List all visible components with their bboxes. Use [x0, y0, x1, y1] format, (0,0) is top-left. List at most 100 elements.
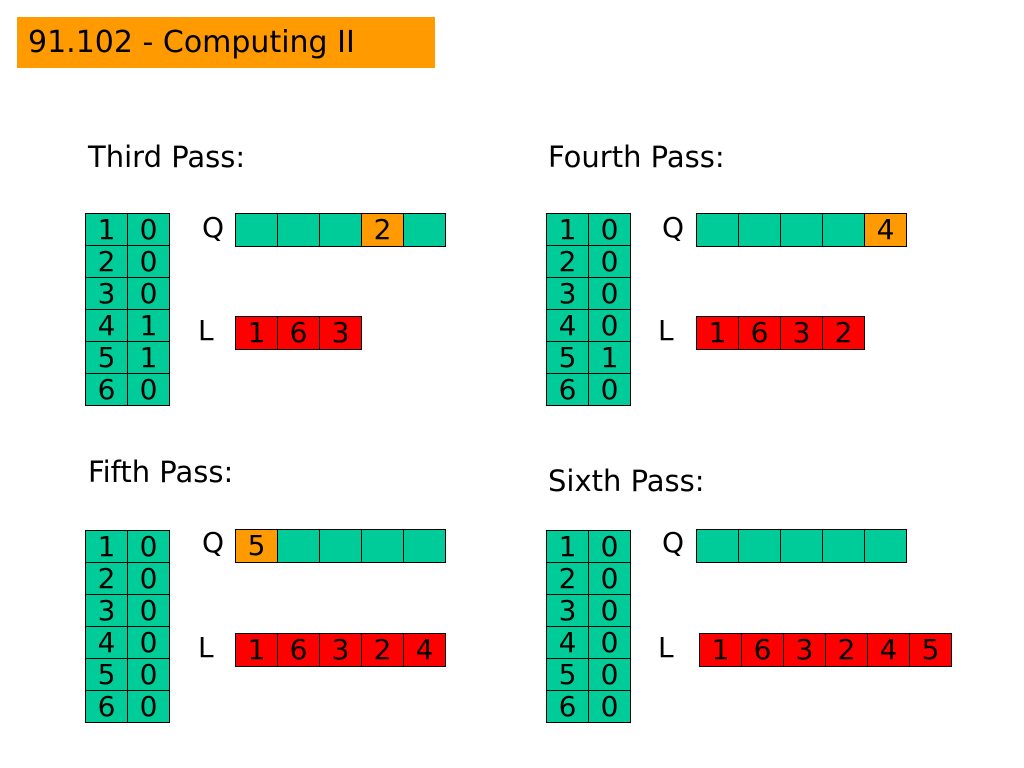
- list-cell: 6: [277, 633, 320, 667]
- pass-heading: Fifth Pass:: [88, 455, 234, 489]
- in-degree-cell: 1: [588, 341, 631, 374]
- vertex-cell: 5: [546, 341, 589, 374]
- queue-cell: [822, 529, 865, 563]
- list-cell: 1: [699, 633, 742, 667]
- vertex-cell: 3: [546, 594, 589, 627]
- in-degree-cell: 0: [127, 213, 170, 246]
- vertex-cell: 1: [85, 213, 128, 246]
- queue-cell: [361, 529, 404, 563]
- list-cell: 6: [741, 633, 784, 667]
- pass-heading: Sixth Pass:: [548, 464, 705, 498]
- vertex-cell: 1: [546, 213, 589, 246]
- list-cell: 3: [319, 633, 362, 667]
- in-degree-cell: 0: [588, 658, 631, 691]
- in-degree-cell: 0: [588, 594, 631, 627]
- list-label: L: [658, 631, 674, 664]
- in-degree-cell: 0: [588, 530, 631, 563]
- in-degree-cell: 0: [127, 245, 170, 278]
- list-cell: 2: [822, 316, 865, 350]
- vertex-cell: 5: [546, 658, 589, 691]
- in-degree-cell: 1: [127, 309, 170, 342]
- queue-cell: [696, 213, 739, 247]
- vertex-cell: 1: [546, 530, 589, 563]
- list-cell: 3: [780, 316, 823, 350]
- list-cell: 2: [825, 633, 868, 667]
- queue-cell: 4: [864, 213, 907, 247]
- queue-cell: [696, 529, 739, 563]
- queue-cell: [235, 213, 278, 247]
- queue-cell: [277, 529, 320, 563]
- vertex-cell: 2: [85, 245, 128, 278]
- list-cell: 6: [277, 316, 320, 350]
- in-degree-cell: 0: [127, 530, 170, 563]
- vertex-cell: 4: [85, 309, 128, 342]
- slide-title: 91.102 - Computing II: [17, 17, 435, 68]
- list-cell: 4: [403, 633, 446, 667]
- in-degree-cell: 0: [588, 373, 631, 406]
- queue-cell: [780, 529, 823, 563]
- queue-label: Q: [662, 211, 685, 244]
- list-cell: 1: [235, 316, 278, 350]
- pass-heading: Third Pass:: [88, 140, 246, 174]
- in-degree-cell: 1: [127, 341, 170, 374]
- vertex-cell: 2: [546, 562, 589, 595]
- queue-cell: [822, 213, 865, 247]
- in-degree-cell: 0: [588, 562, 631, 595]
- vertex-cell: 4: [546, 626, 589, 659]
- queue-cell: [780, 213, 823, 247]
- queue-cell: [319, 529, 362, 563]
- vertex-cell: 6: [85, 373, 128, 406]
- list-cell: 5: [909, 633, 952, 667]
- queue-label: Q: [202, 526, 225, 559]
- vertex-cell: 6: [546, 690, 589, 723]
- list-cell: 6: [738, 316, 781, 350]
- vertex-cell: 2: [85, 562, 128, 595]
- in-degree-cell: 0: [588, 277, 631, 310]
- in-degree-cell: 0: [127, 373, 170, 406]
- in-degree-cell: 0: [588, 309, 631, 342]
- list-cell: 3: [783, 633, 826, 667]
- queue-cell: 2: [361, 213, 404, 247]
- vertex-cell: 1: [85, 530, 128, 563]
- in-degree-cell: 0: [127, 658, 170, 691]
- vertex-cell: 4: [85, 626, 128, 659]
- queue-cell: [738, 529, 781, 563]
- vertex-cell: 6: [85, 690, 128, 723]
- vertex-cell: 3: [546, 277, 589, 310]
- list-cell: 1: [696, 316, 739, 350]
- queue-strip: 5: [235, 529, 446, 563]
- vertex-cell: 3: [85, 277, 128, 310]
- list-label: L: [198, 314, 214, 347]
- list-label: L: [658, 314, 674, 347]
- in-degree-cell: 0: [127, 277, 170, 310]
